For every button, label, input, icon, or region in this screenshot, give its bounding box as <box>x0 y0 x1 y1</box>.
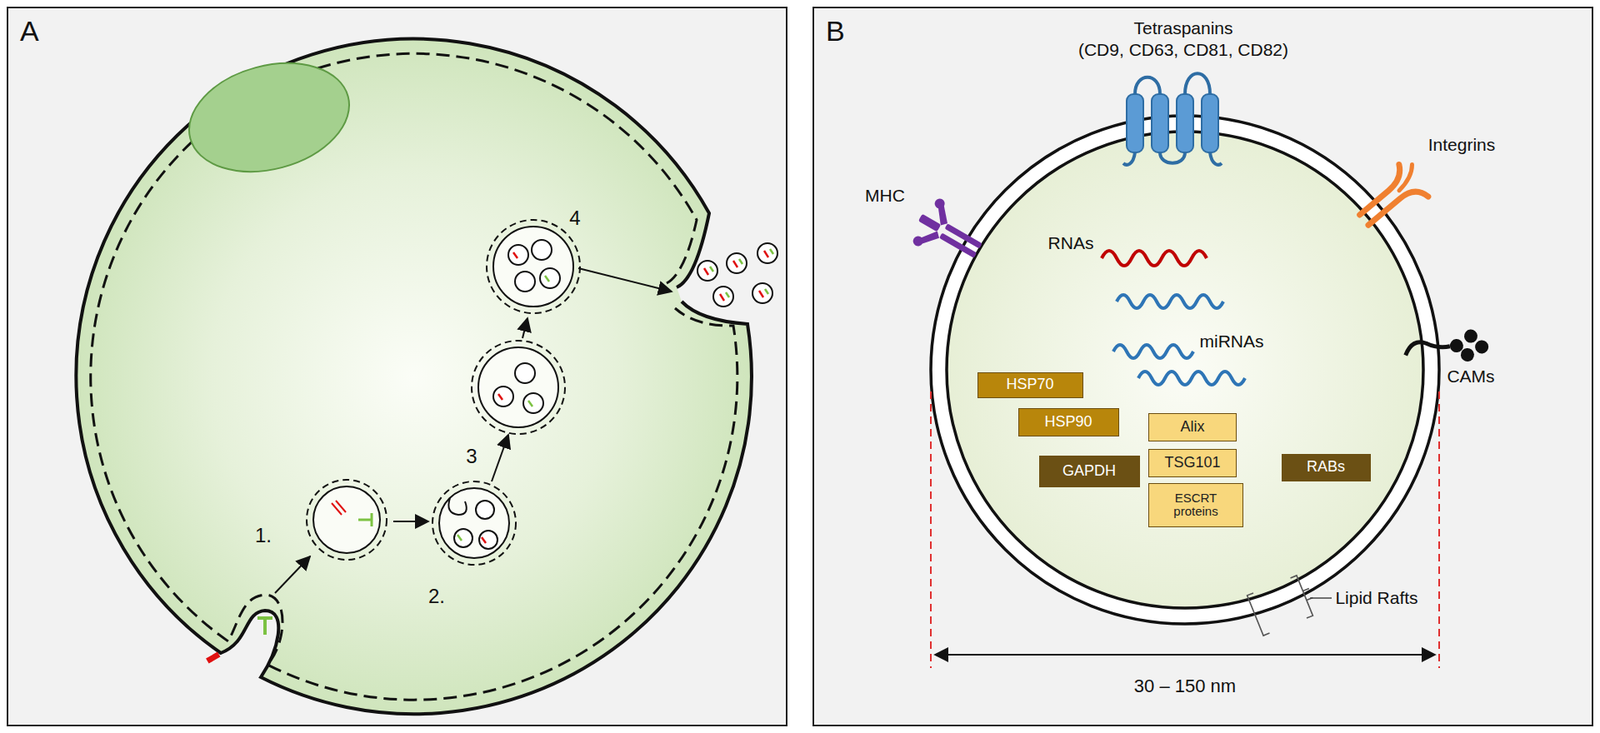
leader-line <box>1310 597 1332 600</box>
panel-title: A <box>20 15 40 48</box>
protein-box: HSP70 <box>977 372 1084 399</box>
protein-name: GAPDH <box>1062 463 1116 480</box>
part-label: 30 – 150 nm <box>1134 675 1236 697</box>
multivesicular-body <box>486 220 580 314</box>
callout-number: 1. <box>255 524 272 548</box>
cell-fill <box>75 39 752 715</box>
cell <box>75 39 778 715</box>
protein-box: Alix <box>1148 413 1237 442</box>
exosome <box>906 73 1490 669</box>
protein-box: GAPDH <box>1039 455 1140 488</box>
tetraspanin-symbol <box>1123 73 1222 165</box>
protein-name: Alix <box>1180 419 1205 436</box>
panel-title: B <box>825 15 845 48</box>
receptor-red <box>205 652 220 665</box>
inner-membrane <box>90 53 738 700</box>
protein-name: HSP90 <box>1044 414 1092 431</box>
protein-box: RABs <box>1281 454 1371 482</box>
exosome-cargo-marks <box>457 249 774 544</box>
protein-name: TSG101 <box>1164 455 1220 472</box>
nucleus <box>176 46 361 190</box>
callout-number: 2. <box>428 585 445 609</box>
part-label: RNAs <box>1048 233 1095 254</box>
early-endosome <box>306 480 387 560</box>
protein-box: TSG101 <box>1148 449 1237 478</box>
protein-name: ESCRT proteins <box>1155 491 1236 520</box>
part-label: Lipid Rafts <box>1335 588 1418 609</box>
part-label: CAMs <box>1446 366 1495 387</box>
protein-name: HSP70 <box>1005 376 1054 394</box>
rna-strand <box>1101 250 1207 266</box>
protein-name: RABs <box>1306 459 1345 476</box>
mhc-symbol <box>906 194 991 274</box>
multivesicular-body <box>471 340 565 435</box>
process-arrows <box>275 268 672 594</box>
protein-box: ESCRT proteins <box>1148 483 1244 528</box>
released-exosomes <box>697 243 778 307</box>
part-label: Tetraspanins <box>1133 18 1233 39</box>
callout-number: 4 <box>569 206 580 230</box>
callout-number: 3 <box>465 445 477 469</box>
part-label: (CD9, CD63, CD81, CD82) <box>1078 40 1289 60</box>
lipid-raft <box>1247 573 1320 636</box>
plasma-membrane <box>75 39 752 715</box>
exosome-outer-membrane <box>930 115 1440 625</box>
protein-box: HSP90 <box>1018 408 1120 437</box>
exosome-inner-membrane <box>946 131 1424 609</box>
part-label: miRNAs <box>1200 331 1265 352</box>
multivesicular-body <box>432 481 516 565</box>
integrin-symbol <box>1350 158 1435 239</box>
cam-symbol <box>1404 328 1490 368</box>
receptor-green <box>257 618 273 635</box>
part-label: Integrins <box>1428 135 1496 155</box>
part-label: MHC <box>865 185 905 206</box>
dimension <box>930 391 1440 669</box>
